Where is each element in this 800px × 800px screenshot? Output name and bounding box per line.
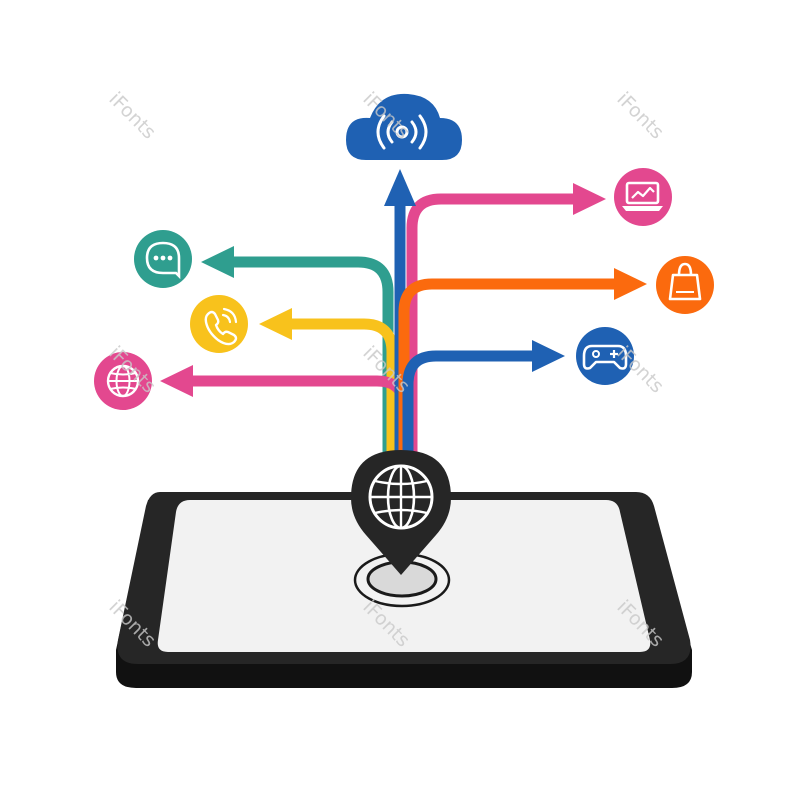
- broadcast-wave-right-1: [410, 120, 418, 144]
- arrowhead-yellow: [259, 308, 292, 340]
- broadcast-wave-right-2: [418, 114, 428, 150]
- shopping-bag-icon: [656, 256, 714, 314]
- broadcast-dot: [395, 125, 409, 139]
- arrow-pink-to-globe: [192, 375, 410, 460]
- globe-icon: [94, 352, 152, 410]
- phone-call-icon: [190, 295, 248, 353]
- broadcast-wave-left-2: [376, 114, 386, 150]
- watermark-text: iFonts: [104, 88, 160, 144]
- arrowhead-orange: [614, 268, 647, 300]
- arrow-blue-to-gamepad: [402, 350, 534, 460]
- arrow-heads: [160, 169, 647, 397]
- laptop-chart-icon: [614, 168, 672, 226]
- network-arrows: [192, 193, 616, 460]
- arrow-orange-to-bag: [398, 278, 616, 460]
- arrow-pink-to-laptop: [406, 193, 576, 460]
- arrowhead-blue-right: [532, 340, 565, 372]
- gamepad-icon: [576, 327, 634, 385]
- broadcast-wave-left-1: [386, 120, 394, 144]
- tablet-device-icon: [116, 492, 692, 688]
- arrowhead-pink-right: [573, 183, 606, 215]
- location-pin-globe-icon: [351, 450, 451, 575]
- cloud-broadcast-icon: [346, 93, 462, 160]
- arrowhead-pink-left: [160, 365, 193, 397]
- chat-bubble-icon: [134, 230, 192, 288]
- arrowhead-teal: [201, 246, 234, 278]
- arrowhead-blue-up: [384, 169, 416, 206]
- arrow-teal-to-chat: [232, 256, 394, 460]
- arrow-yellow-to-phone: [290, 318, 398, 460]
- watermark-text: iFonts: [612, 88, 668, 144]
